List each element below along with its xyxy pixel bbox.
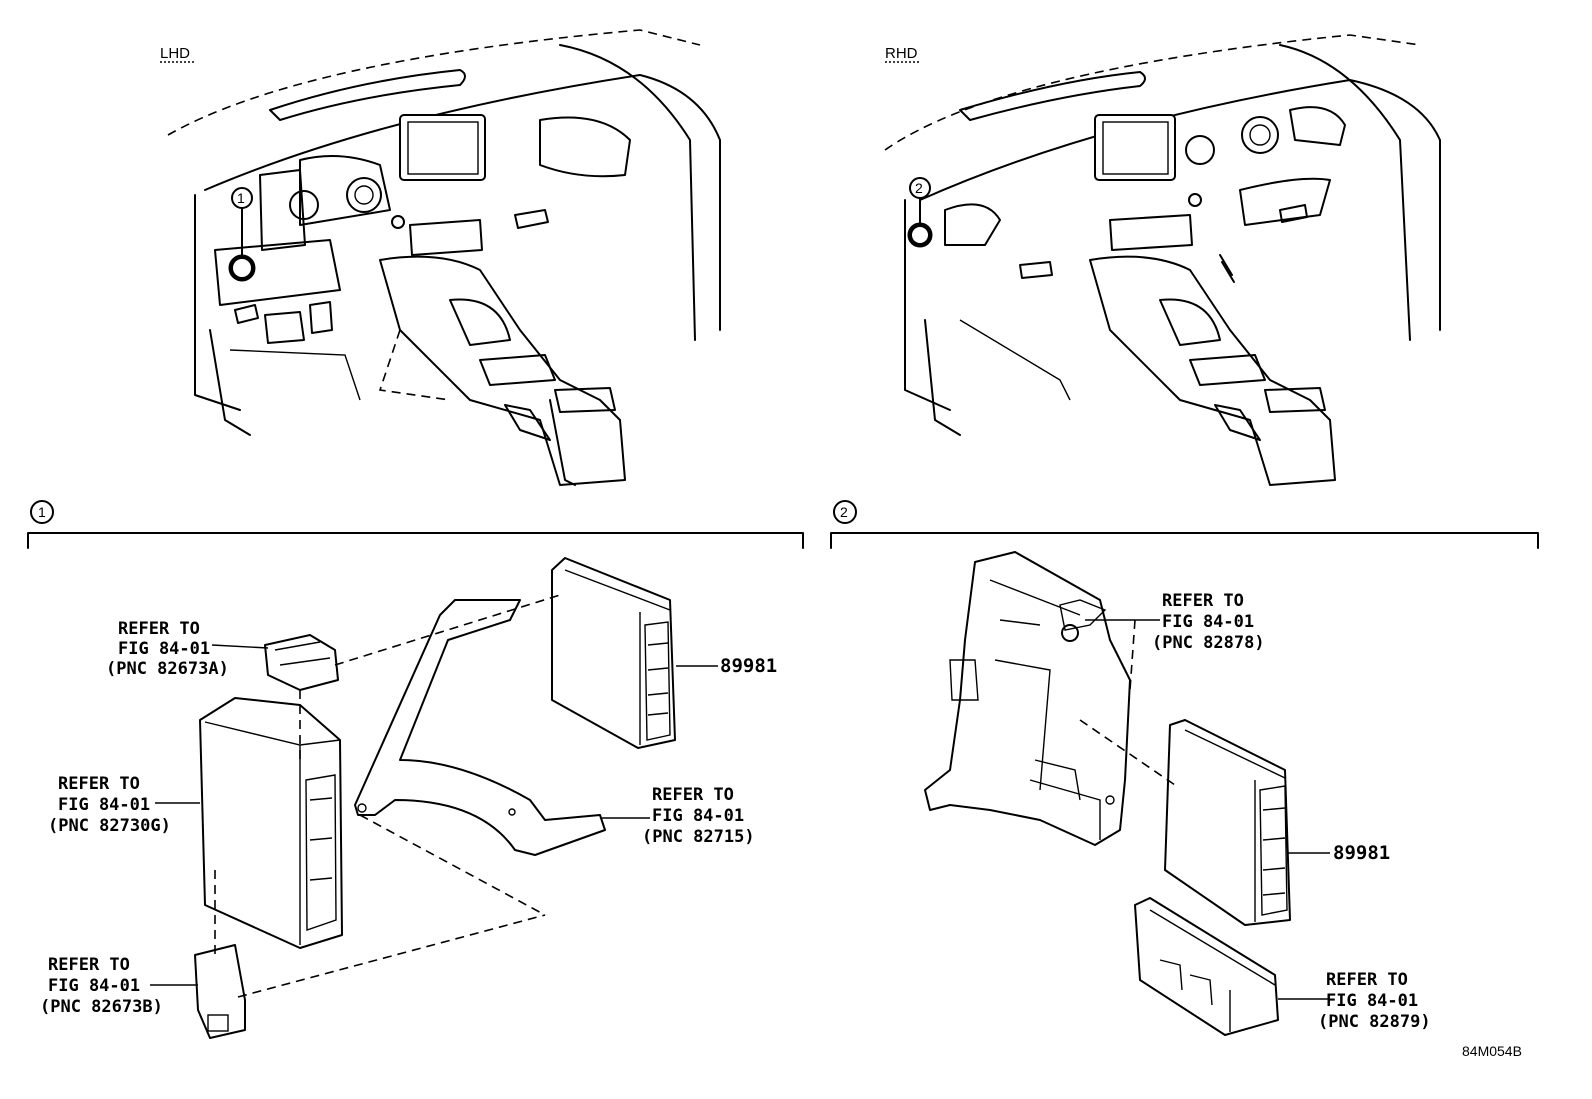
svg-text:REFER TO: REFER TO [652, 785, 734, 805]
svg-text:(PNC 82673A): (PNC 82673A) [106, 659, 229, 679]
svg-text:(PNC 82730G): (PNC 82730G) [48, 816, 171, 836]
section-2-number: 2 [840, 504, 848, 520]
svg-text:REFER TO: REFER TO [58, 774, 140, 794]
lhd-label: LHD [160, 45, 190, 62]
svg-text:REFER TO: REFER TO [48, 955, 130, 975]
lhd-dashboard-view: LHD 1 [160, 29, 721, 486]
section-2-header: 2 [830, 500, 1539, 549]
svg-text:FIG 84-01: FIG 84-01 [1162, 612, 1254, 632]
label-pnc-82730g: REFER TO FIG 84-01 (PNC 82730G) [48, 774, 171, 836]
svg-text:REFER TO: REFER TO [1162, 591, 1244, 611]
figure-code: 84M054B [1462, 1043, 1522, 1059]
part-number-89981-lhd: 89981 [720, 655, 777, 677]
rhd-label: RHD [885, 45, 918, 62]
label-pnc-82673a: REFER TO FIG 84-01 (PNC 82673A) [106, 619, 229, 679]
label-pnc-82715: REFER TO FIG 84-01 (PNC 82715) [642, 785, 755, 847]
svg-text:(PNC 82715): (PNC 82715) [642, 827, 755, 847]
label-pnc-82879: REFER TO FIG 84-01 (PNC 82879) [1318, 970, 1431, 1032]
section-1-number: 1 [38, 504, 46, 520]
lhd-callout-number: 1 [237, 190, 245, 206]
svg-text:REFER TO: REFER TO [1326, 970, 1408, 990]
svg-text:FIG 84-01: FIG 84-01 [1326, 991, 1418, 1011]
rhd-callout-number: 2 [915, 180, 923, 196]
svg-text:(PNC 82878): (PNC 82878) [1152, 633, 1265, 653]
svg-text:FIG 84-01: FIG 84-01 [58, 795, 150, 815]
svg-text:(PNC 82879): (PNC 82879) [1318, 1012, 1431, 1032]
svg-text:FIG 84-01: FIG 84-01 [48, 976, 140, 996]
section-2-parts [924, 551, 1330, 1036]
svg-text:REFER TO: REFER TO [118, 619, 200, 639]
svg-text:FIG 84-01: FIG 84-01 [652, 806, 744, 826]
section-1-parts [150, 557, 718, 1039]
svg-text:FIG 84-01: FIG 84-01 [118, 639, 210, 659]
label-pnc-82878: REFER TO FIG 84-01 (PNC 82878) [1152, 591, 1265, 653]
svg-text:(PNC 82673B): (PNC 82673B) [40, 997, 163, 1017]
rhd-dashboard-view: RHD 2 [884, 34, 1441, 486]
part-number-89981-rhd: 89981 [1333, 842, 1390, 864]
section-1-header: 1 [27, 500, 804, 549]
label-pnc-82673b: REFER TO FIG 84-01 (PNC 82673B) [40, 955, 163, 1017]
